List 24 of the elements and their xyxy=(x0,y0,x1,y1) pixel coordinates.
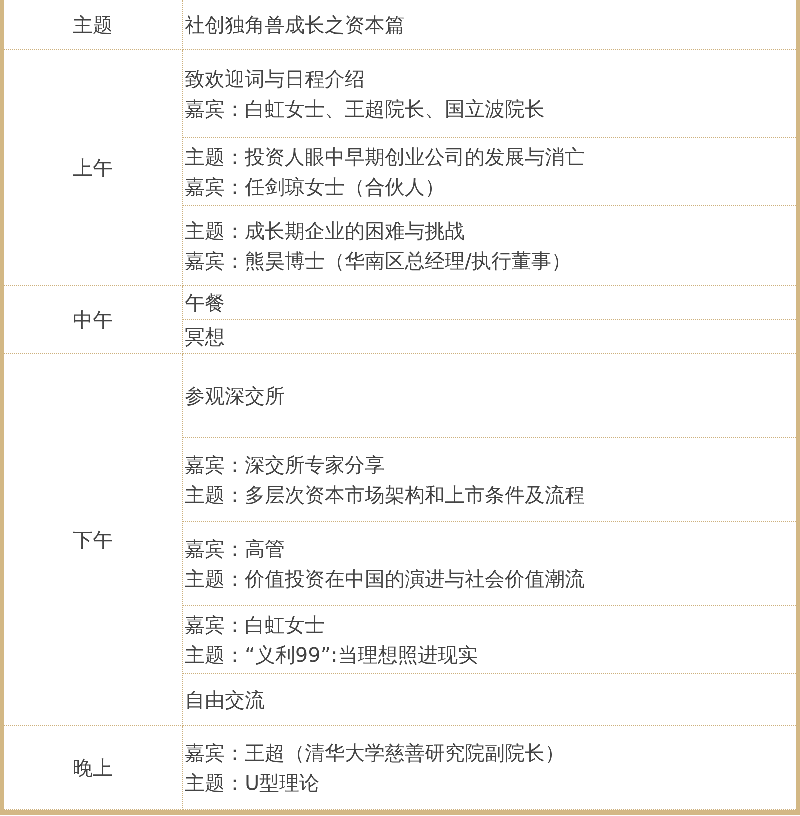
agenda-text: 主题：投资人眼中早期创业公司的发展与消亡 xyxy=(185,144,586,170)
agenda-text: 嘉宾：熊昊博士（华南区总经理/执行董事） xyxy=(185,248,573,274)
agenda-text: 致欢迎词与日程介绍 xyxy=(185,66,366,92)
time-slot-label: 上午 xyxy=(73,154,113,180)
agenda-text: 午餐 xyxy=(185,290,226,316)
agenda-text: 嘉宾：王超（清华大学慈善研究院副院长） xyxy=(185,740,566,766)
agenda-text: 主题：成长期企业的困难与挑战 xyxy=(185,218,466,244)
agenda-text: 嘉宾：高管 xyxy=(185,536,286,562)
time-slot-label: 晚上 xyxy=(73,754,113,780)
time-slot-label: 中午 xyxy=(73,306,113,332)
agenda-text: 社创独角兽成长之资本篇 xyxy=(185,12,406,38)
agenda-text: 主题：“义利99”:当理想照进现实 xyxy=(185,642,479,668)
agenda-text: 自由交流 xyxy=(185,686,266,712)
agenda-text: 嘉宾：白虹女士、王超院长、国立波院长 xyxy=(185,96,546,122)
agenda-text: 嘉宾：深交所专家分享 xyxy=(185,452,386,478)
agenda-text: 主题：价值投资在中国的演进与社会价值潮流 xyxy=(185,566,586,592)
agenda-text: 主题：多层次资本市场架构和上市条件及流程 xyxy=(185,482,586,508)
time-slot-label: 主题 xyxy=(73,12,113,38)
agenda-text: 嘉宾：任剑琼女士（合伙人） xyxy=(185,174,446,200)
agenda-text: 冥想 xyxy=(185,324,226,350)
agenda-text: 参观深交所 xyxy=(185,382,286,408)
agenda-text: 嘉宾：白虹女士 xyxy=(185,612,326,638)
time-slot-label: 下午 xyxy=(73,526,113,552)
agenda-text: 主题：U型理论 xyxy=(185,770,321,796)
